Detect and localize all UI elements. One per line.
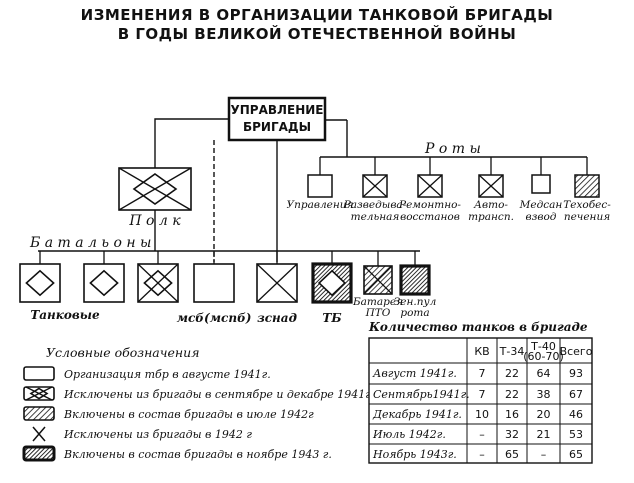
company-unit: Техобес-печения <box>563 157 611 223</box>
company-label: восстанов <box>400 211 460 223</box>
legend-item: Исключены из бригады в сентябре и декабр… <box>23 386 374 401</box>
battalion-unit: мсб(мспб) <box>177 251 252 325</box>
legend-item: Организация тбр в августе 1941г. <box>23 366 271 381</box>
battalion-label: Батарея <box>352 296 403 308</box>
legend: Условные обозначения Организация тбр в а… <box>22 345 374 462</box>
battalion-label: Зен.пул <box>394 296 437 308</box>
company-label: Медсан <box>519 199 563 211</box>
title-line-2: В ГОДЫ ВЕЛИКОЙ ОТЕЧЕСТВЕННОЙ ВОЙНЫ <box>118 24 517 43</box>
table-cell: 65 <box>505 448 519 461</box>
hq-label-line-1: УПРАВЛЕНИЕ <box>231 103 324 117</box>
company-unit: Разведыва-тельная <box>343 157 407 223</box>
table-cell: 64 <box>537 367 551 380</box>
legend-text: Исключены из бригады в 1942 г <box>63 428 252 441</box>
company-unit: Ремонтно-восстанов <box>398 157 461 223</box>
company-label: Техобес- <box>563 199 611 211</box>
company-unit: Авто-трансп. <box>468 157 514 223</box>
legend-swatch <box>23 366 55 381</box>
table-cell: 32 <box>505 428 519 441</box>
table-cell: 7 <box>479 388 486 401</box>
title-line-1: ИЗМЕНЕНИЯ В ОРГАНИЗАЦИИ ТАНКОВОЙ БРИГАДЫ <box>81 5 554 24</box>
company-box <box>574 174 600 198</box>
battalion-label: зснад <box>257 311 297 325</box>
hq-box: УПРАВЛЕНИЕ БРИГАДЫ <box>227 96 327 142</box>
battalion-label: мсб(мспб) <box>177 311 252 325</box>
battalions-group-label: Танковые <box>30 308 100 322</box>
battalion-unit: ТБ <box>311 251 353 325</box>
regiment-box <box>118 167 192 211</box>
table-title: Количество танков в бригаде <box>368 320 588 334</box>
table-cell: 67 <box>569 388 583 401</box>
battalion-label: рота <box>400 307 429 319</box>
regiment-label: П о л к <box>128 213 181 229</box>
legend-item: Исключены из бригады в 1942 г <box>32 426 252 442</box>
table-cell: Сентябрь1941г. <box>373 388 470 401</box>
table-header-cell: Всего <box>560 345 593 358</box>
table-cell: 21 <box>537 428 551 441</box>
legend-swatch <box>22 445 56 462</box>
battalion-label: ТБ <box>322 311 341 325</box>
table-cell: 53 <box>569 428 583 441</box>
company-box <box>531 174 551 194</box>
battalion-unit <box>137 251 179 303</box>
table-cell: 7 <box>479 367 486 380</box>
table-cell: – <box>541 448 547 461</box>
company-label: Разведыва- <box>343 199 407 211</box>
company-unit: Управления <box>287 157 354 211</box>
battalion-box <box>193 263 235 303</box>
table-cell: 93 <box>569 367 583 380</box>
companies-row: УправленияРазведыва-тельнаяРемонтно-восс… <box>287 157 611 223</box>
legend-item: Включены в состав бригады в ноябре 1943 … <box>22 445 332 462</box>
legend-item: Включены в состав бригады в июле 1942г <box>23 406 314 421</box>
legend-title: Условные обозначения <box>46 345 200 360</box>
company-label: трансп. <box>468 211 514 223</box>
legend-swatch <box>23 406 55 421</box>
table-cell: – <box>479 448 485 461</box>
table-cell: 20 <box>537 408 551 421</box>
battalions-label: Б а т а л ь о н ы <box>29 235 151 251</box>
table-cell: 65 <box>569 448 583 461</box>
company-label: Управления <box>287 199 354 211</box>
battalion-unit <box>19 251 61 303</box>
tank-count-table: Количество танков в бригаде КВ Т-34 Т-40 Вс… <box>368 320 593 464</box>
table-cell: Декабрь 1941г. <box>372 408 462 421</box>
company-label: печения <box>564 211 610 223</box>
companies-label: Р о т ы <box>424 141 481 157</box>
battalion-unit <box>83 251 125 303</box>
company-label: взвод <box>526 211 557 223</box>
table-header-cell: Т-34 <box>499 345 525 358</box>
legend-text: Включены в состав бригады в ноябре 1943 … <box>63 448 332 461</box>
table-cell: Август 1941г. <box>372 367 457 380</box>
hq-label-line-2: БРИГАДЫ <box>243 120 311 134</box>
table-cell: 46 <box>569 408 583 421</box>
table-cell: 38 <box>537 388 551 401</box>
table-cell: Ноябрь 1943г. <box>372 448 457 461</box>
legend-text: Организация тбр в августе 1941г. <box>64 368 271 381</box>
company-box <box>307 174 333 198</box>
table-header-subcell: (60-70) <box>523 350 564 363</box>
company-label: Авто- <box>473 199 508 211</box>
table-cell: Июль 1942г. <box>372 428 446 441</box>
hq-connectors <box>38 118 587 262</box>
company-label: тельная <box>351 211 400 223</box>
company-label: Ремонтно- <box>398 199 461 211</box>
legend-text: Исключены из бригады в сентябре и декабр… <box>63 388 374 401</box>
battalion-label: ПТО <box>365 307 391 319</box>
table-header-cell: Т-40 <box>530 340 556 353</box>
table-cell: 22 <box>505 388 519 401</box>
table-header-cell: КВ <box>474 345 489 358</box>
table-cell: – <box>479 428 485 441</box>
battalion-unit: зснад <box>256 251 298 325</box>
table-cell: 16 <box>505 408 519 421</box>
legend-text: Включены в состав бригады в июле 1942г <box>63 408 314 421</box>
table-cell: 22 <box>505 367 519 380</box>
battalion-box <box>399 264 431 296</box>
table-cell: 10 <box>475 408 489 421</box>
